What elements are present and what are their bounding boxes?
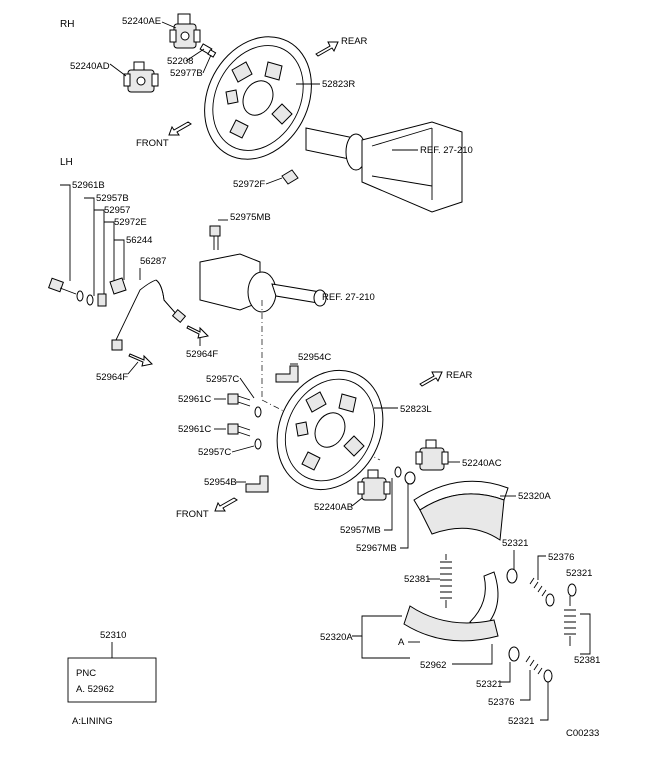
bleeder-screw-52208 [199,43,217,58]
part-52957B: 52957B [96,193,129,204]
legend-title: PNC [76,668,96,679]
front-arrow-top-icon [168,121,192,136]
washer-52957B [76,290,84,302]
wheel-cylinder-52240AC [415,439,449,471]
part-52208: 52208 [167,56,193,67]
part-52957MB: 52957MB [340,525,381,536]
part-52957C-top: 52957C [206,374,239,385]
part-52972F-top: 52972F [233,179,265,190]
direction-front-bottom: FRONT [176,509,209,520]
diagram-code: C00233 [566,728,599,739]
washer-52957C-top [254,406,262,418]
part-52376-a: 52376 [548,552,574,563]
backing-plate-52823R [204,36,312,160]
footnote: A:LINING [72,716,113,727]
bolt-52975MB [209,225,221,250]
part-52967MB: 52967MB [356,543,397,554]
brake-shoe-52320A-top [413,480,509,541]
part-52320A-top: 52320A [518,491,551,502]
part-52823L: 52823L [400,404,432,415]
lining-A: A [398,637,405,648]
rear-arrow-top-icon [315,41,339,57]
bracket-52954C [275,365,299,383]
legend-box [67,657,157,703]
part-52310: 52310 [100,630,126,641]
part-52240AC: 52240AC [462,458,502,469]
legend-entry: A. 52962 [76,684,114,695]
part-52321-b: 52321 [566,568,592,579]
part-52240AD: 52240AD [70,61,110,72]
section-label-lh: LH [60,157,73,168]
part-52381-left: 52381 [404,574,430,585]
direction-rear-mid: REAR [446,370,473,381]
part-52961B: 52961B [72,180,105,191]
rear-arrow-mid-icon [419,371,443,387]
part-52964F-mid: 52964F [186,349,218,360]
part-52961C-bottom: 52961C [178,424,211,435]
clip-52972E [97,293,107,307]
part-52957: 52957 [104,205,130,216]
front-arrow-bottom-icon [214,497,238,512]
retainer-52321-b [567,583,577,597]
brake-shoe-52320A-lower [403,571,499,642]
cap-52967MB [404,471,416,485]
wheel-cylinder-52240AB [357,469,391,501]
bolt-52961B [48,277,77,295]
part-52961C-top: 52961C [178,394,211,405]
part-52977B: 52977B [170,68,203,79]
part-56244: 56244 [126,235,152,246]
part-52964F-left: 52964F [96,372,128,383]
part-52376-b: 52376 [488,697,514,708]
part-52321-a: 52321 [502,538,528,549]
section-label-rh: RH [60,19,74,30]
part-52972E: 52972E [114,217,147,228]
part-52954B: 52954B [204,477,237,488]
axle-housing-mid [199,253,327,313]
part-52962: 52962 [420,660,446,671]
spring-52381-right [564,596,576,646]
clip-52957MB [394,466,402,478]
spring-52376-a [529,577,555,607]
part-52321-d: 52321 [508,716,534,727]
part-52240AE: 52240AE [122,16,161,27]
direction-rear-top: REAR [341,36,368,47]
ref-27-210-top: REF. 27-210 [420,145,473,156]
bolt-52961C-bottom [227,423,251,437]
wheel-cylinder-52240AD [123,61,159,93]
flare-nut-52964F-mid-icon [186,325,210,339]
backing-plate-52823L [276,369,384,491]
bracket-leader-left [60,184,141,298]
spring-52376-b [525,655,553,683]
washer-52957C-bottom [254,438,262,450]
part-52823R: 52823R [322,79,355,90]
axle-housing-top [305,121,463,213]
part-52240AB: 52240AB [314,502,353,513]
bracket-52954B [245,475,269,493]
part-52321-c: 52321 [476,679,502,690]
part-52954C: 52954C [298,352,331,363]
retainer-52321-a [506,568,518,584]
spring-52381-left [440,554,452,608]
washer-52957 [86,294,94,306]
bracket-56244 [109,277,127,295]
part-52320A-left: 52320A [320,632,353,643]
ref-27-210-mid: REF. 27-210 [322,292,375,303]
part-52957C-bottom: 52957C [198,447,231,458]
flare-nut-52964F-left-icon [128,353,154,367]
part-52975MB: 52975MB [230,212,271,223]
retainer-52321-c [508,646,520,662]
direction-front-top: FRONT [136,138,169,149]
wheel-cylinder-52240AE [169,13,201,49]
part-52381-right: 52381 [574,655,600,666]
clip-52972F [281,169,299,185]
bolt-52961C-top [227,393,251,407]
part-56287: 56287 [140,256,166,267]
brake-pipe-56287 [155,279,179,317]
